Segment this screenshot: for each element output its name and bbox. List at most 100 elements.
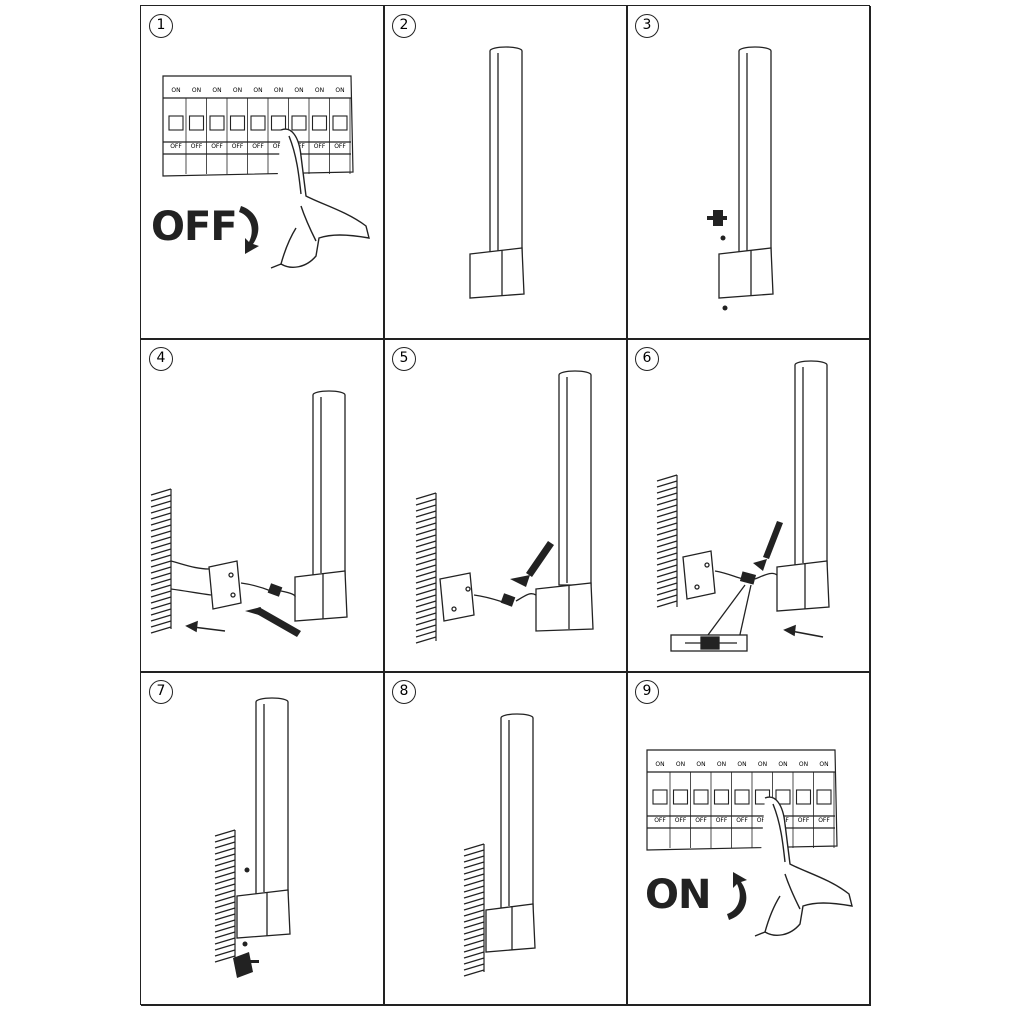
breaker-switch — [270, 115, 287, 131]
wall-icon — [150, 488, 172, 634]
switch-on-label: ON — [737, 761, 746, 768]
screw-icon — [707, 210, 728, 311]
screw-icon — [753, 521, 783, 571]
breaker-switch — [816, 789, 832, 805]
breaker-switch — [652, 789, 668, 805]
connector-icon — [500, 593, 516, 607]
step-number: 6 — [635, 347, 659, 371]
wall-lamp-icon — [485, 713, 536, 953]
switch-off-label: OFF — [818, 817, 830, 824]
switch-off-label: OFF — [232, 143, 244, 150]
on-caption: ON — [645, 872, 711, 918]
junction-box-icon — [439, 572, 475, 622]
switch-on-label: ON — [212, 87, 221, 94]
step-2-panel: 2 — [384, 6, 627, 339]
switch-on-label: ON — [192, 87, 201, 94]
wiring-diagram — [415, 370, 594, 644]
switch-off-label: OFF — [211, 143, 223, 150]
grid-divider — [627, 6, 628, 1004]
switch-on-label: ON — [171, 87, 180, 94]
screw-icon — [233, 867, 259, 978]
breaker-switch — [291, 115, 307, 131]
switch-on-label: ON — [335, 87, 344, 94]
breaker-switch — [250, 115, 266, 131]
switch-off-label: OFF — [334, 143, 346, 150]
grid-divider — [141, 672, 869, 673]
switch-off-label: OFF — [716, 817, 728, 824]
step-7-panel: 7 — [141, 672, 384, 1006]
breaker-switch — [713, 789, 730, 805]
grid-divider — [384, 6, 385, 1004]
wall-lamp-icon — [469, 46, 525, 299]
switch-off-label: OFF — [757, 817, 769, 824]
hand-icon — [754, 796, 853, 937]
arrow-left-icon — [783, 624, 824, 638]
grid-divider — [141, 339, 869, 340]
wall-lamp-icon — [707, 46, 774, 311]
breaker-panel-icon: ON OFF ON OFF ON OFF ON OFF ON OFF ON OFF ON OFF ON OFF… — [646, 749, 853, 937]
step-4-panel: 4 — [141, 339, 384, 672]
switch-on-label: ON — [676, 761, 685, 768]
step-6-panel: 6 — [627, 339, 871, 672]
step-5-panel: 5 — [384, 339, 627, 672]
connector-icon — [739, 571, 757, 585]
breaker-switch — [734, 789, 750, 805]
switch-on-label: ON — [778, 761, 787, 768]
arrow-down-icon — [239, 206, 259, 254]
arrow-left-icon — [185, 620, 226, 633]
switch-on-label: ON — [233, 87, 242, 94]
switch-on-label: ON — [696, 761, 705, 768]
step-number: 1 — [149, 14, 173, 38]
breaker-switch — [168, 115, 184, 131]
step-number: 5 — [392, 347, 416, 371]
switch-on-label: ON — [799, 761, 808, 768]
step-8-panel: 8 — [384, 672, 627, 1006]
instruction-grid: 1 ONOFFONOFFONOFFONOFFONOFFONOFFONOFFONO… — [140, 5, 871, 1006]
wall-icon — [415, 492, 437, 644]
switch-off-label: OFF — [314, 143, 326, 150]
wall-icon — [463, 843, 485, 977]
off-caption: OFF — [151, 204, 238, 250]
switch-on-label: ON — [274, 87, 283, 94]
arrow-up-icon — [727, 872, 747, 920]
wall-lamp-icon — [776, 360, 830, 612]
breaker-switch — [311, 115, 328, 131]
step-number: 3 — [635, 14, 659, 38]
wall-icon — [656, 474, 678, 608]
switch-off-label: OFF — [695, 817, 707, 824]
switch-on-label: ON — [315, 87, 324, 94]
step-number: 7 — [149, 680, 173, 704]
switch-off-label: OFF — [654, 817, 666, 824]
wiring-diagram — [150, 390, 348, 637]
switch-off-label: OFF — [736, 817, 748, 824]
switch-off-label: OFF — [798, 817, 810, 824]
breaker-switch — [229, 115, 246, 131]
step-number: 2 — [392, 14, 416, 38]
step-3-panel: 3 — [627, 6, 871, 339]
switch-off-label: OFF — [675, 817, 687, 824]
hand-icon — [270, 128, 370, 269]
screw-icon — [510, 541, 554, 587]
wiring-diagram — [656, 360, 830, 652]
breaker-switch — [332, 115, 348, 131]
switch-off-label: OFF — [191, 143, 203, 150]
step-9-panel: 9 ONOFFONOFFONOFFONOFFONOFFONOFFONOFFONO… — [627, 672, 871, 1006]
switch-on-label: ON — [253, 87, 262, 94]
breaker-switch — [775, 789, 791, 805]
switch-on-label: ON — [819, 761, 828, 768]
breaker-switch — [693, 789, 709, 805]
switch-on-label: ON — [717, 761, 726, 768]
switch-off-label: OFF — [273, 143, 285, 150]
switch-on-label: ON — [655, 761, 664, 768]
wall-lamp-icon — [535, 370, 594, 632]
screw-icon — [245, 607, 301, 637]
switch-on-label: ON — [294, 87, 303, 94]
wall-icon — [214, 829, 236, 963]
breaker-panel-icon: ONOFFONOFFONOFFONOFFONOFFONOFFONOFFONOFF… — [162, 75, 370, 269]
junction-box-icon — [208, 560, 242, 610]
breaker-switch — [188, 115, 205, 131]
step-number: 8 — [392, 680, 416, 704]
switch-on-label: ON — [758, 761, 767, 768]
step-1-panel: 1 ON OFF ON OFF ON OFF ON OFF ON OFF ON OFF ON OFF ON O… — [141, 6, 384, 339]
breaker-switch — [672, 789, 689, 805]
